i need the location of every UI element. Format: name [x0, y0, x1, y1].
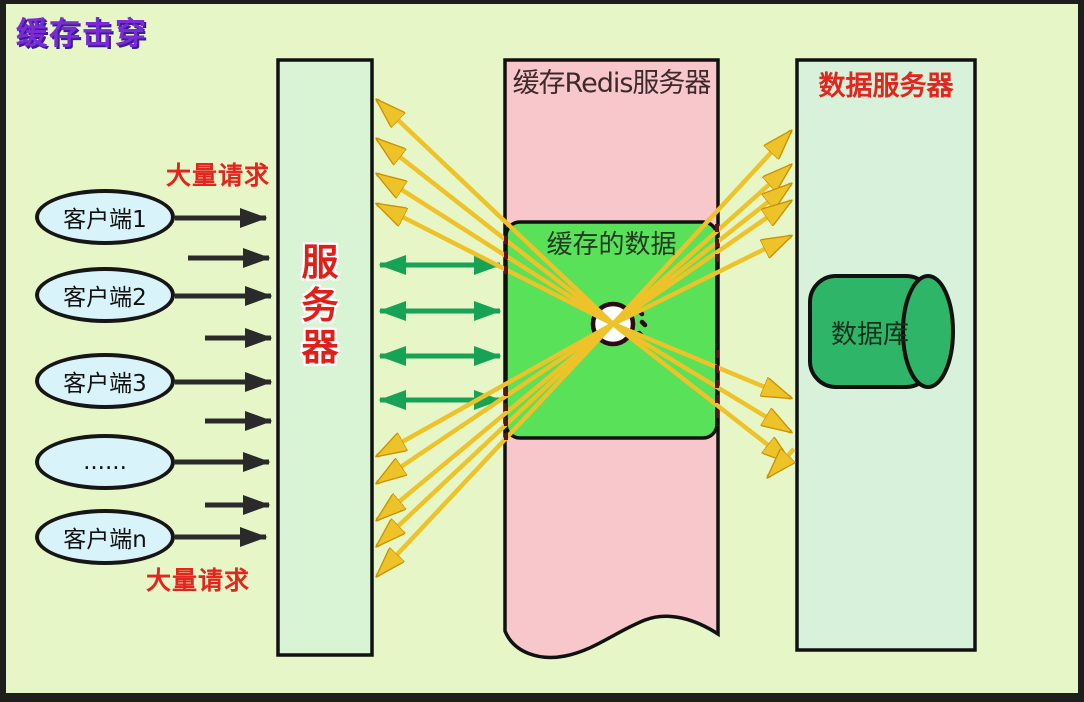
database-cylinder [808, 274, 955, 389]
breakdown-arrows [377, 100, 794, 576]
burst-request-label-bottom: 大量请求 [146, 566, 251, 595]
client-ellipse-more: ...... [35, 434, 175, 490]
data-server-title: 数据服务器 [818, 71, 954, 102]
burst-request-label-top: 大量请求 [166, 161, 271, 190]
client-ellipse-3: 客户端3 [35, 353, 175, 409]
client-ellipse-n: 客户端n [35, 509, 175, 565]
client-ellipse-2: 客户端2 [35, 267, 175, 323]
server-cache-arrows [378, 255, 502, 410]
client-ellipse-1: 客户端1 [35, 189, 175, 245]
database-label: 数据库 [830, 320, 909, 350]
client-request-arrows [175, 208, 273, 547]
cached-data-label: 缓存的数据 [546, 230, 677, 260]
page-title: 缓存击穿 [16, 16, 148, 52]
app-server-label: 服务器 [301, 241, 339, 370]
app-server-box [276, 58, 374, 657]
cache-server-title: 缓存Redis服务器 [512, 68, 712, 99]
border-break-marks [504, 224, 719, 440]
